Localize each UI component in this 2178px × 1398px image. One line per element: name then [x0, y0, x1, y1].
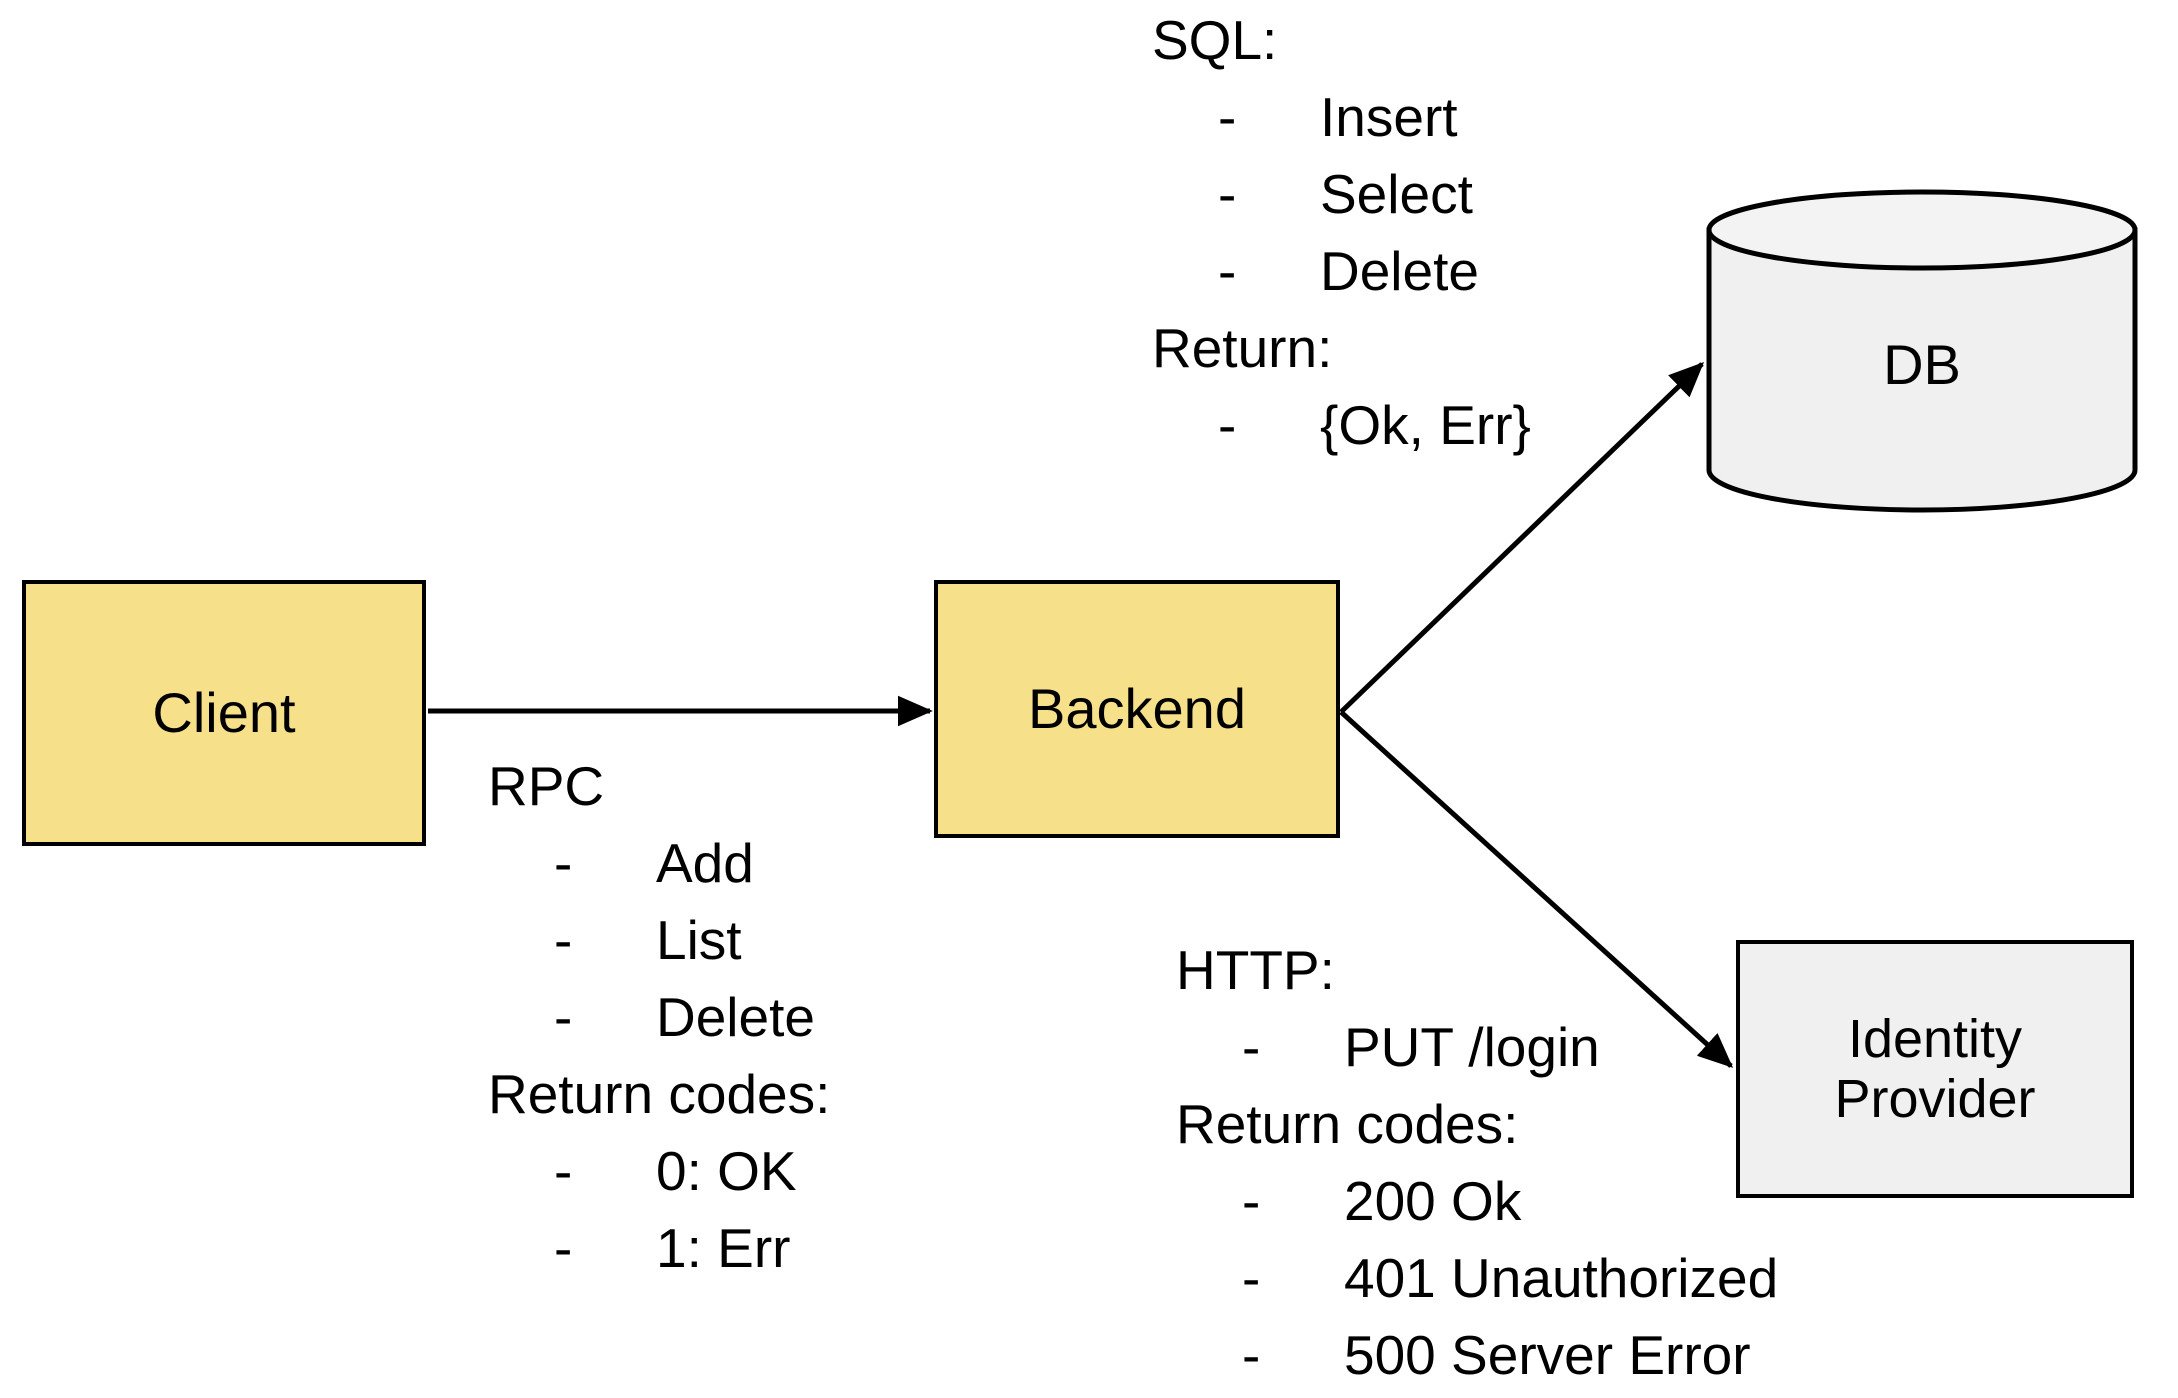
rpc-annotation-item-label: 0: OK: [656, 1140, 797, 1202]
edge-backend-to-idp: [1339, 710, 1734, 1068]
node-backend-label: Backend: [1028, 676, 1246, 740]
http-annotation-item: - 500 Server Error: [1176, 1317, 1778, 1394]
sql-annotation-item-label: {Ok, Err}: [1320, 394, 1531, 456]
bullet-dash-icon: -: [554, 1217, 573, 1279]
node-client[interactable]: Client: [22, 580, 426, 846]
node-client-label: Client: [152, 680, 296, 744]
rpc-annotation-item-label: Delete: [656, 986, 815, 1048]
bullet-dash-icon: -: [1218, 394, 1237, 456]
sql-annotation-heading: Return:: [1152, 317, 1333, 379]
http-annotation-item: - 200 Ok: [1176, 1163, 1778, 1240]
rpc-annotation-item: - 0: OK: [488, 1133, 830, 1210]
rpc-annotation-item: - Add: [488, 825, 830, 902]
sql-annotation-item-label: Select: [1320, 163, 1473, 225]
sql-annotation-item: - Delete: [1152, 233, 1531, 310]
rpc-annotation-item-label: Add: [656, 832, 754, 894]
http-annotation-item: - 401 Unauthorized: [1176, 1240, 1778, 1317]
node-backend[interactable]: Backend: [934, 580, 1340, 838]
bullet-dash-icon: -: [554, 909, 573, 971]
db-cylinder-icon: [1706, 189, 2138, 513]
node-db-label: DB: [1883, 332, 1961, 396]
sql-annotation-item: - {Ok, Err}: [1152, 387, 1531, 464]
bullet-dash-icon: -: [1242, 1170, 1261, 1232]
bullet-dash-icon: -: [554, 986, 573, 1048]
bullet-dash-icon: -: [1242, 1016, 1261, 1078]
http-annotation-heading: Return codes:: [1176, 1093, 1519, 1155]
rpc-annotation-item-label: 1: Err: [656, 1217, 791, 1279]
rpc-annotation-item-label: List: [656, 909, 742, 971]
bullet-dash-icon: -: [1218, 86, 1237, 148]
node-db-label-wrap: DB: [1706, 190, 2138, 510]
http-annotation-heading: HTTP:: [1176, 939, 1335, 1001]
bullet-dash-icon: -: [1218, 163, 1237, 225]
rpc-annotation-heading: RPC: [488, 755, 605, 817]
bullet-dash-icon: -: [1242, 1324, 1261, 1386]
edge-backend-to-db: [1339, 362, 1705, 714]
bullet-dash-icon: -: [554, 832, 573, 894]
http-annotation-item: - PUT /login: [1176, 1009, 1778, 1086]
bullet-dash-icon: -: [1218, 240, 1237, 302]
sql-annotation-heading: SQL:: [1152, 9, 1278, 71]
sql-annotation-item-label: Delete: [1320, 240, 1479, 302]
http-annotation-item-label: 500 Server Error: [1344, 1324, 1751, 1386]
bullet-dash-icon: -: [1242, 1247, 1261, 1309]
sql-annotation-item: - Insert: [1152, 79, 1531, 156]
http-annotation-item-label: 200 Ok: [1344, 1170, 1522, 1232]
rpc-annotation-item: - Delete: [488, 979, 830, 1056]
sql-annotation-item: - Select: [1152, 156, 1531, 233]
node-identity-provider[interactable]: Identity Provider: [1736, 940, 2134, 1198]
rpc-annotation-item: - 1: Err: [488, 1210, 830, 1287]
rpc-annotation-heading: Return codes:: [488, 1063, 831, 1125]
rpc-annotation-item: - List: [488, 902, 830, 979]
node-db[interactable]: DB: [1706, 189, 2138, 513]
http-annotation-item-label: PUT /login: [1344, 1016, 1600, 1078]
http-annotation-item-label: 401 Unauthorized: [1344, 1247, 1779, 1309]
sql-annotation-item-label: Insert: [1320, 86, 1458, 148]
node-identity-provider-label: Identity Provider: [1834, 1008, 2036, 1129]
bullet-dash-icon: -: [554, 1140, 573, 1202]
